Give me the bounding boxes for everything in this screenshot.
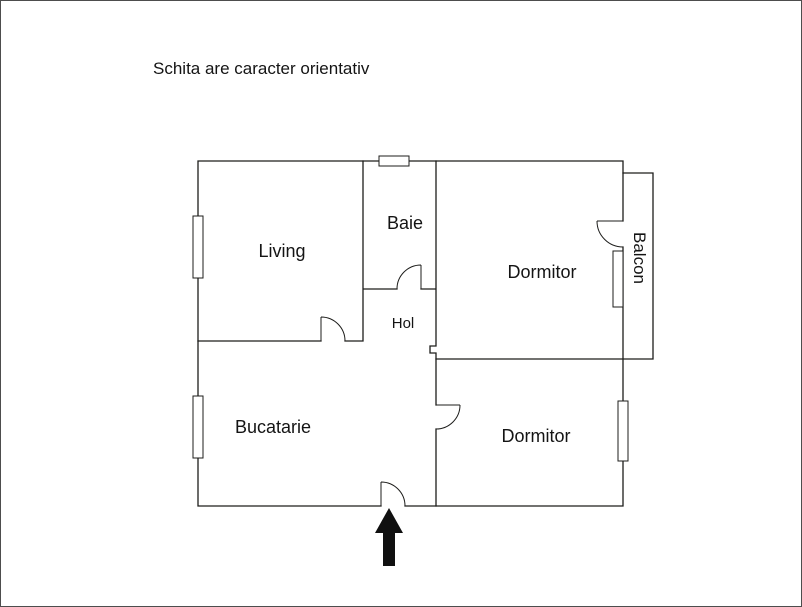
interior-walls [197, 160, 437, 507]
window-baie-top [378, 155, 410, 167]
walls [197, 160, 654, 507]
label-hol: Hol [392, 315, 415, 332]
window-dormitor-balcon [612, 250, 624, 308]
label-living: Living [258, 241, 305, 261]
entrance-arrow-icon [375, 508, 403, 566]
label-balcon: Balcon [630, 232, 649, 284]
window-dormitor-bottom [617, 400, 629, 462]
disclaimer-text: Schita are caracter orientativ [153, 59, 370, 78]
label-bucatarie: Bucatarie [235, 417, 311, 437]
window-bucatarie [192, 395, 204, 459]
label-dormitor-top: Dormitor [507, 262, 576, 282]
outer-walls [197, 160, 624, 507]
window-living [192, 215, 204, 279]
doors [320, 220, 624, 507]
door-dormitor-arc [435, 404, 461, 430]
windows [192, 155, 629, 462]
door-balcon-arc [596, 220, 624, 248]
label-dormitor-bottom: Dormitor [501, 426, 570, 446]
door-living-arc [320, 316, 346, 342]
label-baie: Baie [387, 213, 423, 233]
door-baie-arc [396, 264, 422, 290]
balcony-walls [435, 172, 654, 360]
door-entrance-arc [380, 481, 406, 507]
room-labels: Living Baie Dormitor Hol Bucatarie Dormi… [235, 213, 649, 446]
